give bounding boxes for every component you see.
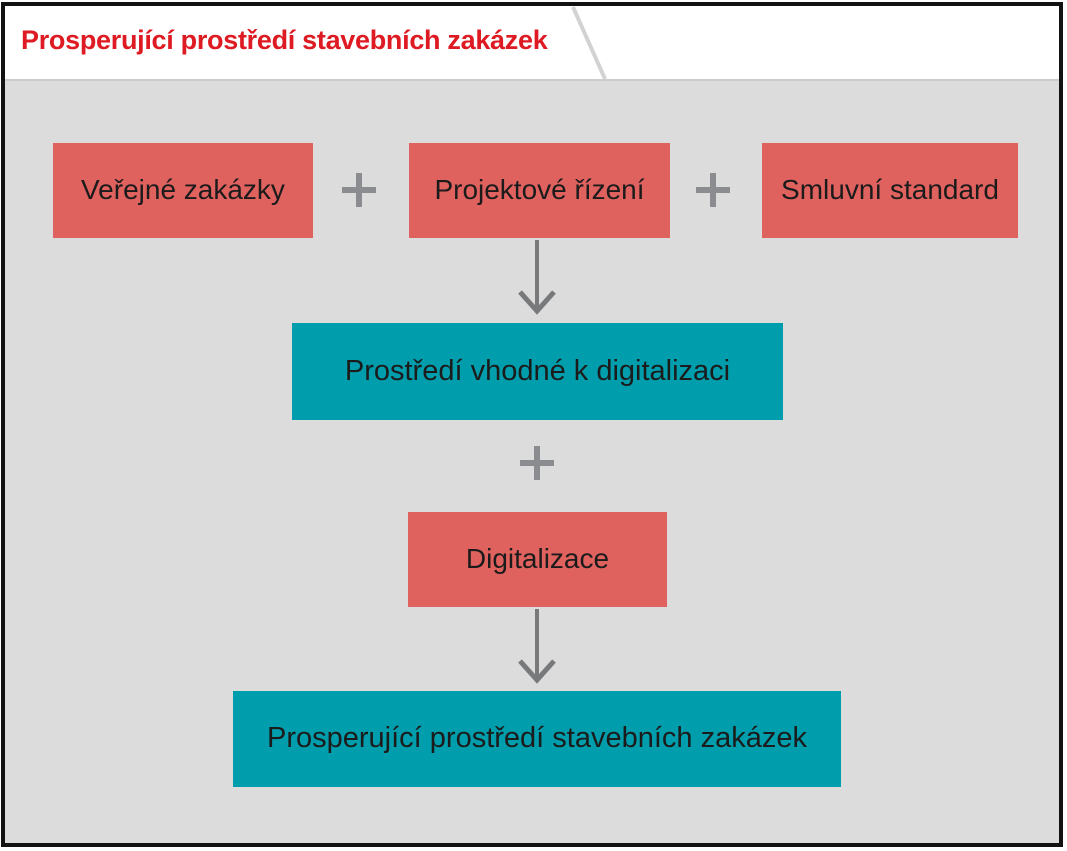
page-title: Prosperující prostředí stavebních zakáze… bbox=[21, 25, 548, 55]
plus-icon bbox=[696, 173, 730, 207]
addition-box-digitalizace: Digitalizace bbox=[408, 512, 667, 607]
plus-icon bbox=[342, 173, 376, 207]
plus-icon bbox=[520, 446, 554, 480]
header-band bbox=[5, 6, 1062, 79]
down-arrow-icon bbox=[518, 240, 556, 315]
input-box-verejne-zakazky: Veřejné zakázky bbox=[53, 143, 313, 238]
result-box-prosperujici-prostredi: Prosperující prostředí stavebních zakáze… bbox=[233, 691, 841, 787]
intermediate-box-prostredi-vhodne-k-digitalizaci: Prostředí vhodné k digitalizaci bbox=[292, 323, 783, 420]
input-box-projektove-rizeni: Projektové řízení bbox=[409, 143, 670, 238]
input-box-smluvni-standard: Smluvní standard bbox=[762, 143, 1018, 238]
down-arrow-icon bbox=[518, 609, 556, 684]
